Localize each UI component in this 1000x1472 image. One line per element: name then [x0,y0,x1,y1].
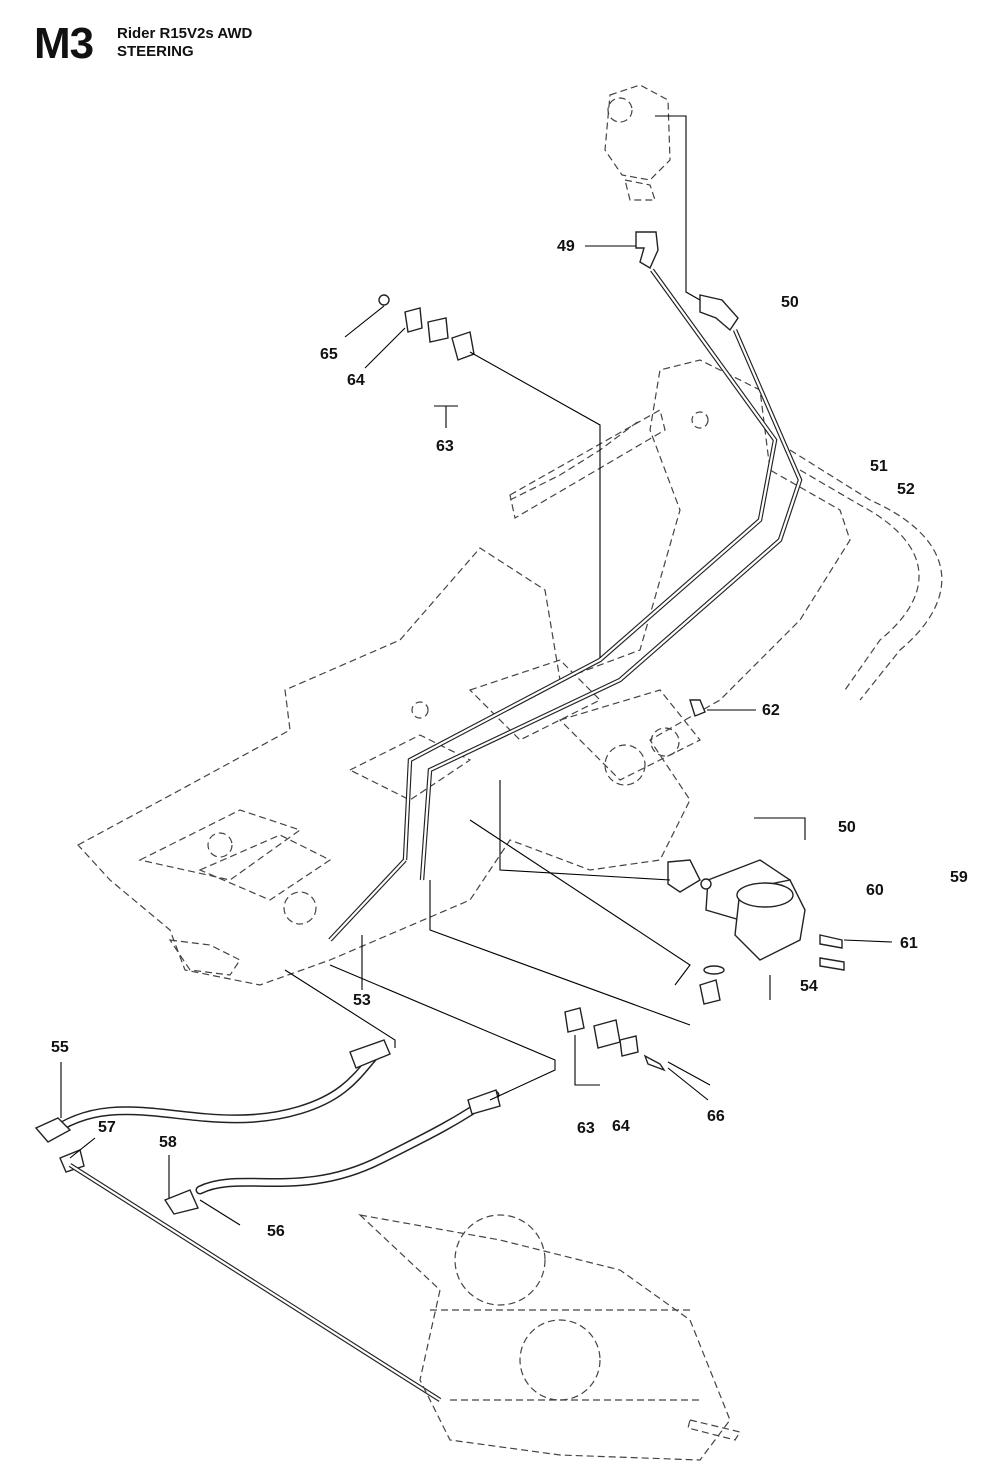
callout-63-top: 63 [436,438,454,455]
callout-55: 55 [51,1039,69,1056]
handle-bar-frame [509,419,943,701]
steering-unit-top [604,84,671,201]
clamp-group-top [378,294,475,361]
callout-52: 52 [897,481,915,498]
pump-assembly [667,699,845,1005]
callout-50-bottom: 50 [838,819,856,836]
callout-49: 49 [557,238,575,255]
callout-62: 62 [762,702,780,719]
callout-64-top: 64 [347,372,365,389]
fitting-49 [635,231,659,270]
callout-54: 54 [800,978,818,995]
hoses [34,1039,501,1402]
section-title: STEERING [117,43,194,60]
model-name: Rider R15V2s AWD [117,25,253,42]
callout-66: 66 [707,1108,725,1125]
tractor-frame [77,359,851,986]
callout-57: 57 [98,1119,116,1136]
callout-53: 53 [353,992,371,1009]
callout-63-bottom: 63 [577,1120,595,1137]
fitting-50-top [699,294,739,332]
callout-50-top: 50 [781,294,799,311]
callout-60: 60 [866,882,884,899]
transaxle [358,1214,741,1461]
page-code: M3 [34,19,94,68]
clamp-group-bottom [564,1007,666,1072]
callout-64-bottom: 64 [612,1118,630,1135]
callout-59: 59 [950,869,968,886]
steering-tubes [328,268,803,942]
leader-lines [60,115,893,1226]
callout-65: 65 [320,346,338,363]
callout-51: 51 [870,458,888,475]
callout-58: 58 [159,1134,177,1151]
callout-56: 56 [267,1223,285,1240]
callout-61: 61 [900,935,918,952]
